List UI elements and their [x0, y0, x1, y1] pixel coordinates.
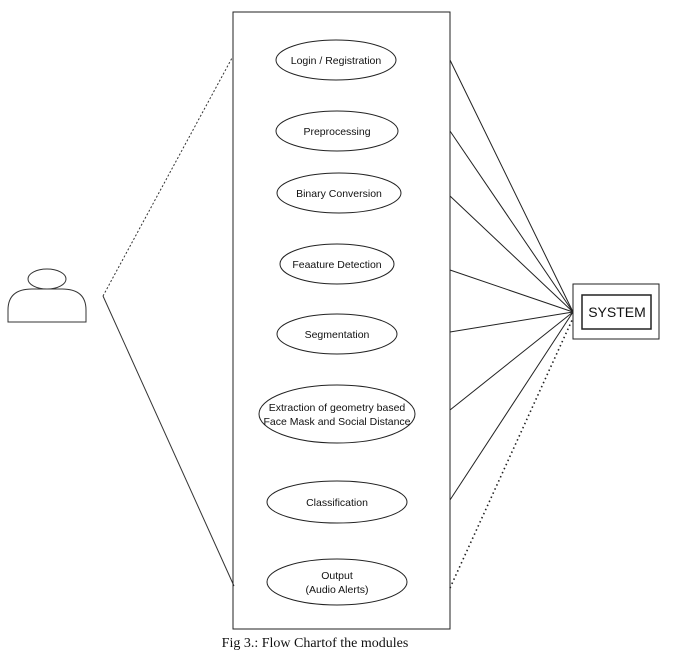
actor-to-output-line: [102, 295, 235, 587]
system-box: SYSTEM: [572, 283, 660, 340]
use-case-extraction: Extraction of geometry based Face Mask a…: [258, 384, 416, 444]
figure-caption: Fig 3.: Flow Chartof the modules: [221, 636, 409, 651]
use-case-label: Binary Conversion: [296, 188, 382, 200]
use-case-ellipse: [275, 39, 397, 81]
use-case-classification: Classification: [266, 480, 408, 524]
use-case-ellipse: [258, 384, 416, 444]
actor-body: [7, 288, 87, 323]
use-case-ellipse: [279, 243, 395, 285]
use-case-ellipse: [266, 558, 408, 606]
use-case-ellipse: [275, 110, 399, 152]
connector-segmentation: [449, 311, 574, 333]
use-case-label-line-2: (Audio Alerts): [305, 584, 368, 596]
use-case-binary-conversion: Binary Conversion: [276, 172, 402, 214]
connector-extraction: [449, 311, 574, 411]
use-case-label: Classification: [306, 497, 368, 509]
connector-classification: [449, 311, 574, 501]
use-case-ellipse: [276, 313, 398, 355]
connector-feature: [449, 269, 574, 313]
use-case-preprocessing: Preprocessing: [275, 110, 399, 152]
use-case-label-line-1: Extraction of geometry based: [269, 402, 406, 414]
use-case-label: Feaature Detection: [292, 259, 381, 271]
use-case-login: Login / Registration: [275, 39, 397, 81]
use-case-label: Preprocessing: [303, 126, 370, 138]
actor-to-boundary-dotted: [102, 57, 233, 297]
system-label: SYSTEM: [588, 304, 646, 320]
system-box-inner: [581, 294, 652, 330]
actor-user-icon: [7, 268, 87, 323]
use-case-label-line-2: Face Mask and Social Distance: [263, 416, 410, 428]
use-case-segmentation: Segmentation: [276, 313, 398, 355]
connector-login: [449, 59, 574, 313]
system-connectors: [449, 59, 574, 589]
use-case-label: Login / Registration: [291, 55, 382, 67]
use-case-label: Segmentation: [305, 329, 370, 341]
use-case-output: Output (Audio Alerts): [266, 558, 408, 606]
connector-preprocessing: [449, 130, 574, 313]
use-case-ellipse: [266, 480, 408, 524]
system-boundary: [232, 11, 451, 630]
use-case-label-line-1: Output: [321, 570, 353, 582]
use-case-feature-detection: Feaature Detection: [279, 243, 395, 285]
use-case-ellipse: [276, 172, 402, 214]
connector-output-dotted: [449, 317, 574, 589]
actor-head: [27, 268, 67, 290]
connector-binary: [449, 195, 574, 313]
